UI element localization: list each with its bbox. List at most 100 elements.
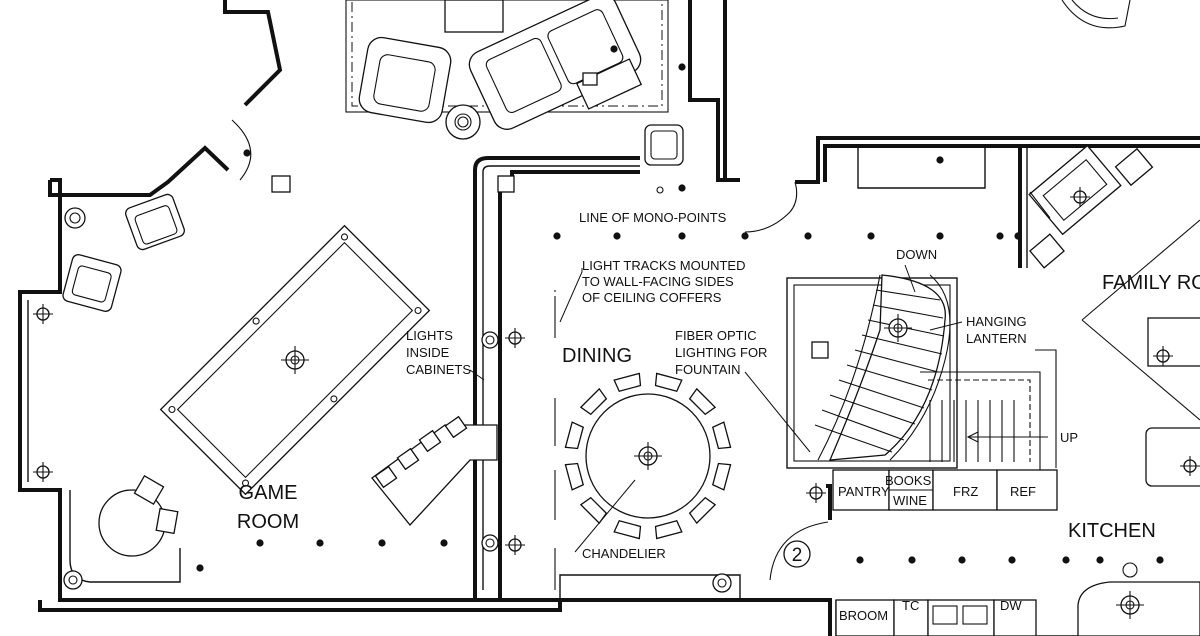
armchair [358,36,452,124]
annotation-cabinet-lights-2: INSIDE [406,345,450,360]
dining-chair [613,372,642,393]
recessed-light-dot [256,539,264,547]
annotation-cabinet-lights-1: LIGHTS [406,328,453,343]
recessed-light-dot [1096,556,1104,564]
dining-chair [688,387,717,416]
recessed-light-dot [908,556,916,564]
crosshair-light [281,346,309,374]
leader-lines [469,268,963,553]
walls [18,0,1200,636]
bar-counter [371,415,498,526]
recessed-light-dot [1014,232,1022,240]
crosshair-light [1153,346,1173,366]
section-marker: 2 [783,540,811,568]
crosshair-light [457,116,469,128]
crosshair-light [33,304,53,324]
annotation-hanging-1: HANGING [966,314,1027,329]
dining-room [554,181,798,590]
recessed-light-dot [316,539,324,547]
recessed-lights [196,45,1164,572]
recessed-light-dot [936,156,944,164]
dining-chairs [564,372,732,540]
recessed-light-dot [996,232,1004,240]
corner-table [98,474,179,557]
dining-chair [564,421,585,450]
recessed-light-dot [741,232,749,240]
recessed-light-dot [553,232,561,240]
kitchen-cabinets [832,317,1200,636]
crosshair-light [63,570,83,590]
recessed-light-dot [678,232,686,240]
dining-chair [711,421,732,450]
room-label-family: FAMILY RO [1102,272,1200,294]
crosshair-light [634,442,662,470]
sofa [468,0,642,130]
recessed-light-dot [936,232,944,240]
dining-chair [711,462,732,491]
recessed-light-dot [958,556,966,564]
recessed-light-dot [678,184,686,192]
crosshair-light [884,314,912,342]
crosshair-light [1070,187,1090,207]
recessed-light-dot [856,556,864,564]
dining-chair [654,372,683,393]
fixture-pantry: PANTRY [838,484,890,499]
room-label-game-2: ROOM [237,511,299,533]
annotation-fiber-optic-3: FOUNTAIN [675,362,740,377]
fixture-tc: TC [902,598,919,613]
room-label-game: GAME [239,482,298,504]
annotation-light-tracks-1: LIGHT TRACKS MOUNTED [582,258,745,273]
crosshair-light [33,462,53,482]
dining-chair [688,496,717,525]
recessed-light-dot [378,539,386,547]
fixture-wine: WINE [893,493,927,508]
crosshair-light [505,535,525,555]
square-fixture [271,175,291,193]
dining-chair [654,519,683,540]
recessed-light-dot [804,232,812,240]
fixture-books: BOOKS [885,473,932,488]
recessed-light-dot [196,564,204,572]
crosshair-light [481,331,499,349]
square-fixture [497,175,515,193]
dining-chair [579,387,608,416]
dining-chair [613,519,642,540]
annotation-chandelier: CHANDELIER [582,546,666,561]
annotation-down: DOWN [896,247,937,262]
family-room [1028,144,1200,421]
armchair [125,193,185,251]
annotation-fiber-optic-1: FIBER OPTIC [675,328,757,343]
marker-label: 2 [792,545,803,566]
fixture-broom: BROOM [839,608,888,623]
living-area [345,0,1131,194]
annotation-cabinet-lights-3: CABINETS [406,362,471,377]
crosshair-light [806,483,826,503]
crosshair-light [505,328,525,348]
annotation-fiber-optic-2: LIGHTING FOR [675,345,767,360]
crosshair-light [1180,456,1200,476]
dining-chair [564,462,585,491]
labels: GAME ROOM DINING KITCHEN FAMILY RO LINE … [237,210,1200,623]
fixture-ref: REF [1010,484,1036,499]
annotation-light-tracks-3: OF CEILING COFFERS [582,290,722,305]
crosshair-light [712,573,732,593]
recessed-light-dot [1156,556,1164,564]
room-label-dining: DINING [562,345,632,367]
recessed-light-dot [1062,556,1070,564]
armchair [62,254,122,312]
crosshair-light [1116,591,1144,619]
fixture-frz: FRZ [953,484,978,499]
light-fixtures [33,116,1200,619]
recessed-light-dot [1008,556,1016,564]
fixture-dw: DW [1000,598,1022,613]
recessed-light-dot [678,63,686,71]
recessed-light-dot [440,539,448,547]
staircase [786,264,1057,471]
annotation-hanging-2: LANTERN [966,331,1027,346]
recessed-light-dot [867,232,875,240]
recessed-light-dot [243,149,251,157]
crosshair-light [481,534,499,552]
recessed-light-dot [613,232,621,240]
annotation-mono-points: LINE OF MONO-POINTS [579,210,727,225]
